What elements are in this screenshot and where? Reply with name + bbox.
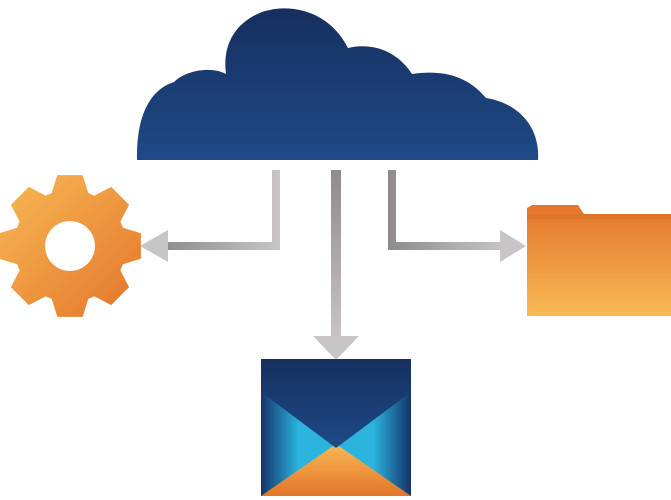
arrow-right-icon xyxy=(500,230,526,262)
gear-body xyxy=(0,175,141,317)
connector-to-email xyxy=(313,170,359,360)
folder-icon xyxy=(527,205,671,316)
arrow-left-icon xyxy=(140,230,168,262)
gear-icon xyxy=(0,175,141,317)
envelope-icon xyxy=(261,359,411,496)
connector-to-files xyxy=(388,170,526,262)
connector-to-settings xyxy=(140,170,280,262)
cloud-icon xyxy=(136,8,539,160)
arrow-down-icon xyxy=(313,336,359,360)
